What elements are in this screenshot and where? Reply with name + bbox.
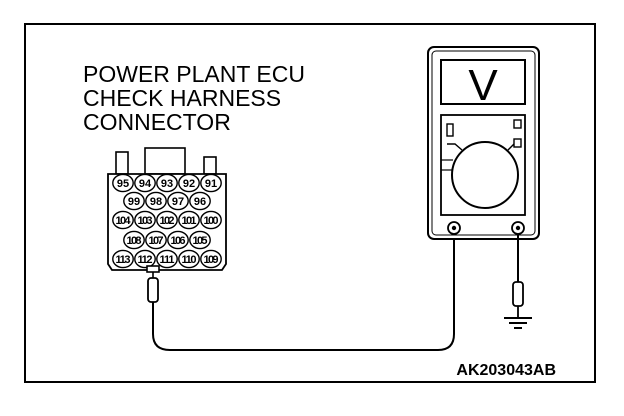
connector-pin-103	[134, 210, 156, 230]
voltmeter-body-inner	[431, 50, 536, 236]
connector-pin-91	[200, 173, 222, 193]
terminal-positive-inner	[451, 225, 457, 231]
connector-tab-center	[144, 147, 186, 175]
connector-pin-107	[145, 230, 167, 250]
connector-pin-109	[200, 249, 222, 269]
connector-pin-label-101: 101	[182, 215, 197, 227]
connector-pin-95	[112, 173, 134, 193]
dial-tick-right	[507, 143, 515, 151]
harness-connector: 95 94 93 92 91 99 98 97 96 104 103 102 101 100 108 107 1…	[107, 147, 227, 271]
connector-pin-112	[134, 249, 156, 269]
figure-code: AK203043AB	[456, 362, 556, 379]
connector-pin-label-97: 97	[172, 196, 184, 208]
connector-pin-94	[134, 173, 156, 193]
connector-pin-104	[112, 210, 134, 230]
ground-lead	[504, 234, 532, 329]
connector-pin-label-94: 94	[139, 178, 152, 190]
connector-pin-label-105: 105	[193, 235, 208, 247]
connector-pin-label-106: 106	[171, 235, 186, 247]
connector-pin-label-110: 110	[182, 254, 197, 266]
connector-pin-label-112: 112	[138, 254, 153, 266]
dial-tick-left	[447, 143, 463, 151]
probe-body	[147, 277, 159, 303]
connector-pin-label-96: 96	[194, 196, 206, 208]
connector-pin-97	[167, 191, 189, 211]
connector-pin-label-113: 113	[116, 254, 131, 266]
connector-pin-102	[156, 210, 178, 230]
mode-indicator-bottom	[513, 138, 522, 148]
connector-title: POWER PLANT ECU CHECK HARNESS CONNECTOR	[83, 61, 311, 135]
connector-pins: 95 94 93 92 91 99 98 97 96 104 103 102 101 100 108 107 1…	[112, 173, 222, 269]
test-wire	[152, 232, 455, 351]
connector-pin-92	[178, 173, 200, 193]
connector-pin-101	[178, 210, 200, 230]
diagram-frame	[24, 23, 596, 383]
connector-pin-label-93: 93	[161, 178, 173, 190]
connector-pin-label-102: 102	[160, 215, 175, 227]
range-switch-indicator	[446, 123, 454, 137]
selector-dial	[451, 141, 519, 209]
connector-pin-98	[145, 191, 167, 211]
connector-pin-111	[156, 249, 178, 269]
terminal-negative-inner	[515, 225, 521, 231]
mode-indicator-top	[513, 119, 522, 129]
connector-pin-108	[123, 230, 145, 250]
voltmeter-display-symbol: V	[468, 61, 498, 110]
title-line-3: CONNECTOR	[83, 109, 231, 135]
probe-lead	[146, 232, 455, 351]
connector-pin-100	[200, 210, 222, 230]
connector-pin-label-99: 99	[128, 196, 140, 208]
connector-pin-label-103: 103	[138, 215, 153, 227]
connector-pin-99	[123, 191, 145, 211]
connector-pin-110	[178, 249, 200, 269]
connector-pin-label-100: 100	[204, 215, 219, 227]
ground-probe-body	[512, 281, 524, 307]
connector-pin-label-109: 109	[204, 254, 219, 266]
title-line-1: POWER PLANT ECU	[83, 61, 305, 87]
connector-pin-label-104: 104	[116, 215, 132, 227]
connector-pin-113	[112, 249, 134, 269]
connector-pin-label-92: 92	[183, 178, 195, 190]
connector-pin-label-95: 95	[117, 178, 129, 190]
voltmeter-display	[440, 59, 526, 105]
title-line-2: CHECK HARNESS	[83, 85, 281, 111]
connector-tab-left	[115, 151, 129, 175]
connector-pin-label-111: 111	[160, 254, 175, 266]
connector-tab-right	[203, 156, 217, 175]
connector-pin-105	[189, 230, 211, 250]
connector-pin-label-108: 108	[127, 235, 142, 247]
connector-pin-93	[156, 173, 178, 193]
voltmeter: V	[427, 46, 540, 240]
connector-pin-106	[167, 230, 189, 250]
connector-pin-label-91: 91	[205, 178, 217, 190]
connector-pin-label-107: 107	[149, 235, 164, 247]
probe-tip	[146, 265, 160, 273]
connector-pin-96	[189, 191, 211, 211]
connector-pin-label-98: 98	[150, 196, 162, 208]
